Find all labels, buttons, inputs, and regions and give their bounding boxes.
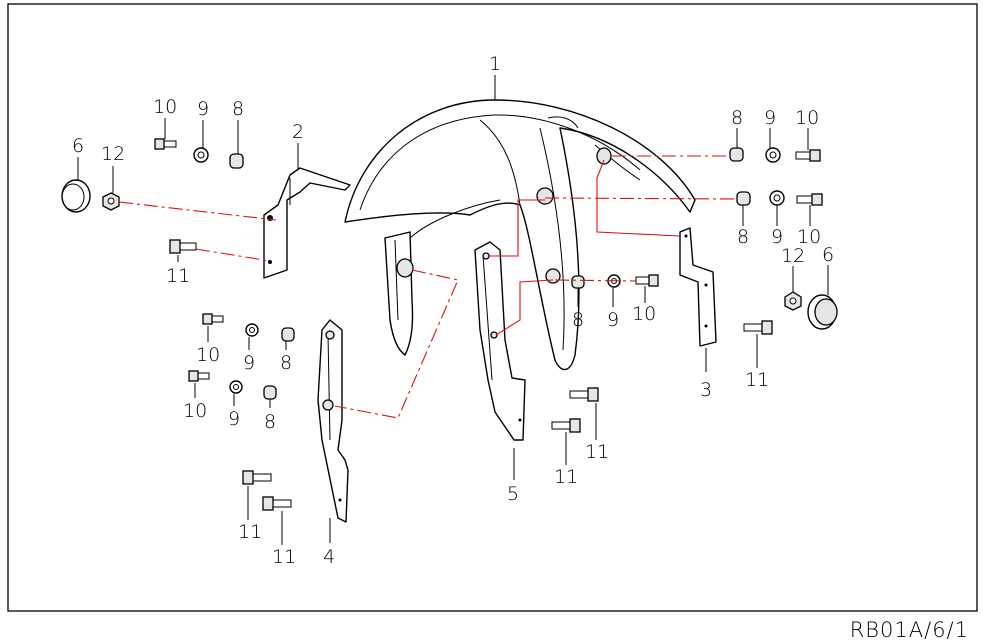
callout-12-right: 12: [781, 245, 805, 267]
bolt-11-icons: [169, 239, 773, 511]
callout-6-right: 6: [822, 244, 834, 266]
callout-4: 4: [323, 546, 335, 568]
callout-11-left: 11: [166, 265, 190, 287]
callout-10-mid-left-2: 10: [183, 400, 207, 422]
callout-9-middle: 9: [607, 309, 619, 331]
callout-10-top-right-2: 10: [797, 226, 821, 248]
callout-8-top-left: 8: [232, 98, 244, 120]
callout-8-top-right-2: 8: [737, 226, 749, 248]
callout-11-center-2: 11: [554, 466, 578, 488]
callout-8-top-right: 8: [731, 107, 743, 129]
callout-5: 5: [507, 483, 519, 505]
callout-8-mid-left-1: 8: [280, 352, 292, 374]
callout-9-top-right-2: 9: [771, 226, 783, 248]
bracket-2: [263, 167, 351, 279]
callout-3: 3: [700, 379, 712, 401]
diagram-frame: [7, 3, 978, 612]
callout-9-top-left: 9: [197, 98, 209, 120]
cap-6-left: [61, 179, 91, 213]
callout-1: 1: [489, 53, 501, 75]
callout-9-mid-left-1: 9: [243, 352, 255, 374]
stay-4: [317, 319, 349, 523]
callout-9-mid-left-2: 9: [228, 408, 240, 430]
stay-5: [474, 241, 526, 441]
callout-12-left: 12: [101, 143, 125, 165]
callout-10-top-right: 10: [795, 107, 819, 129]
bolt-10-icons: [154, 138, 823, 382]
callout-10-middle: 10: [632, 303, 656, 325]
bracket-3: [679, 227, 717, 347]
callout-2: 2: [292, 121, 304, 143]
callout-labels: 1 2 3 4 5 6 6 12 12 10 9 8 11 10 9 8 10 …: [72, 53, 834, 568]
callout-8-mid-left-2: 8: [264, 411, 276, 433]
callout-11-bottom-left-2: 11: [272, 546, 296, 568]
leader-lines: [77, 75, 829, 545]
callout-10-mid-left-1: 10: [196, 344, 220, 366]
callout-11-center-1: 11: [585, 441, 609, 463]
callout-8-middle: 8: [572, 309, 584, 331]
assembly-lines: [118, 155, 738, 419]
front-fender: [344, 99, 696, 371]
reference-code: RB01A/6/1: [849, 618, 969, 642]
callout-11-right: 11: [745, 369, 769, 391]
collar-icons: [193, 147, 785, 394]
callout-6-left: 6: [72, 135, 84, 157]
cap-6-right: [807, 294, 838, 330]
callout-9-top-right: 9: [764, 107, 776, 129]
callout-11-bottom-left-1: 11: [238, 521, 262, 543]
callout-10-top-left: 10: [153, 96, 177, 118]
